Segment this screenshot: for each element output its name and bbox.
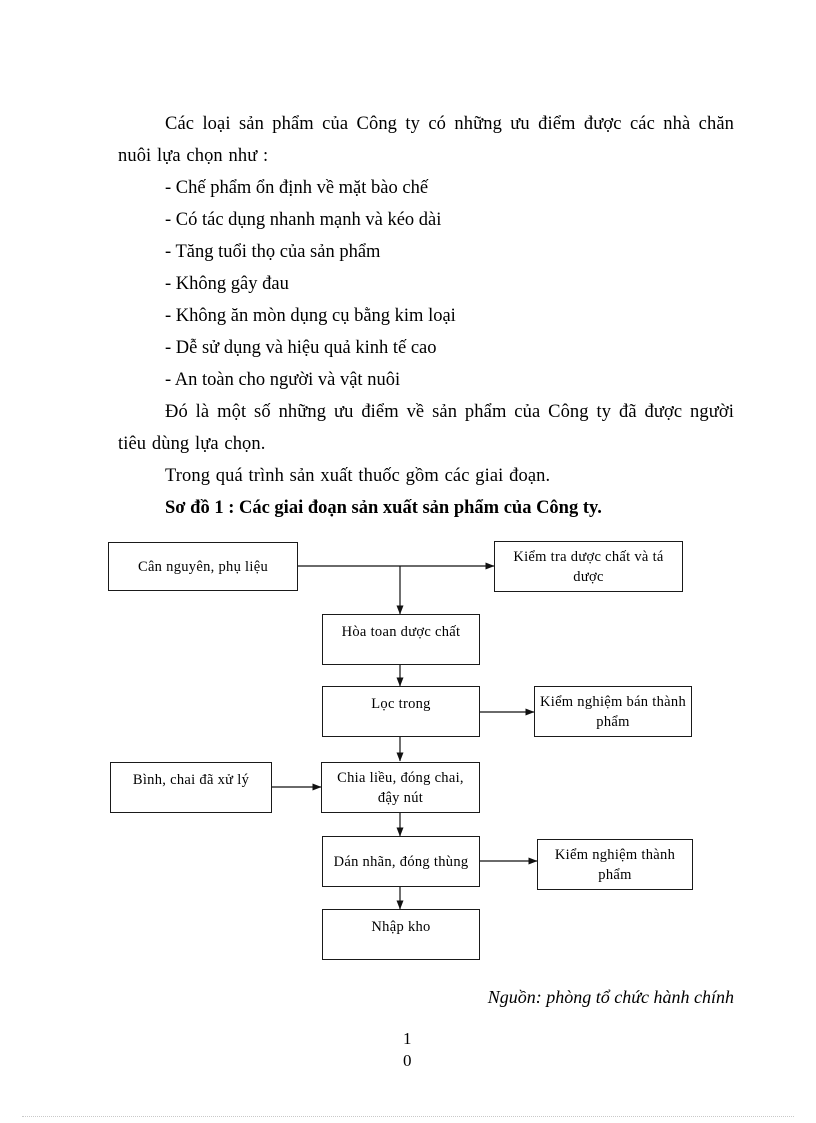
bullet-item-6: - Dễ sử dụng và hiệu quả kinh tế cao: [165, 338, 437, 358]
page-number: 1 0: [403, 1028, 443, 1072]
flowchart-node-label: Dán nhãn, đóng thùng: [333, 853, 469, 870]
flowchart-node-kiem-nghiem-thanh-pham[interactable]: Kiểm nghiệm thành phẩm: [537, 839, 693, 890]
flowchart-node-can-nguyen[interactable]: Cân nguyên, phụ liệu: [108, 542, 298, 591]
flowchart-node-kiem-nghiem-ban-thanh-pham[interactable]: Kiểm nghiệm bán thành phẩm: [534, 686, 692, 737]
flowchart-node-loc-trong[interactable]: Lọc trong: [322, 686, 480, 737]
body-text-block: Các loại sản phẩm của Công ty có những ư…: [118, 108, 734, 524]
bullet-item-7: - An toàn cho người và vật nuôi: [165, 370, 401, 390]
bullet-item-1: - Chế phẩm ổn định về mặt bào chế: [165, 178, 429, 198]
flowchart-node-chia-lieu[interactable]: Chia liều, đóng chai, đậy nút: [321, 762, 480, 813]
flowchart-node-kiem-tra-duoc-chat[interactable]: Kiểm tra dược chất và tá dược: [494, 541, 683, 592]
flowchart-node-hoa-toan-duoc-chat[interactable]: Hòa toan dược chất: [322, 614, 480, 665]
flowchart-node-binh-chai[interactable]: Bình, chai đã xử lý: [110, 762, 272, 813]
flowchart-node-label: Hòa toan dược chất: [341, 624, 461, 640]
bullet-item-5: - Không ăn mòn dụng cụ bằng kim loại: [165, 306, 456, 326]
flowchart-node-label: Kiểm tra dược chất và tá dược: [513, 548, 664, 585]
flowchart-node-label: Kiểm nghiệm thành phẩm: [554, 846, 676, 883]
flowchart-node-label: Cân nguyên, phụ liệu: [137, 558, 269, 575]
page-number-digit-2: 0: [403, 1051, 412, 1070]
flowchart-node-label: Chia liều, đóng chai, đậy nút: [337, 769, 464, 806]
flowchart-node-label: Kiểm nghiệm bán thành phẩm: [539, 693, 687, 730]
flowchart-node-nhap-kho[interactable]: Nhập kho: [322, 909, 480, 960]
bullet-item-3: - Tăng tuổi thọ của sản phẩm: [165, 242, 381, 262]
page-number-digit-1: 1: [403, 1029, 412, 1048]
paragraph-intro: Các loại sản phẩm của Công ty có những ư…: [118, 114, 734, 166]
flowchart-node-label: Nhập kho: [371, 919, 431, 935]
bullet-item-4: - Không gây đau: [165, 274, 289, 294]
bullet-item-2: - Có tác dụng nhanh mạnh và kéo dài: [165, 210, 442, 230]
source-note: Nguồn: phòng tổ chức hành chính: [487, 987, 734, 1007]
paragraph-summary: Đó là một số những ưu điểm về sản phẩm c…: [118, 402, 734, 454]
flowchart-node-label: Bình, chai đã xử lý: [132, 772, 250, 788]
diagram-heading: Sơ đồ 1 : Các giai đoạn sản xuất sản phẩ…: [165, 498, 602, 518]
flowchart-node-dan-nhan[interactable]: Dán nhãn, đóng thùng: [322, 836, 480, 887]
bottom-dotted-rule: [22, 1116, 794, 1117]
flowchart-node-label: Lọc trong: [371, 696, 431, 712]
paragraph-diagram-intro: Trong quá trình sản xuất thuốc gồm các g…: [165, 466, 551, 486]
